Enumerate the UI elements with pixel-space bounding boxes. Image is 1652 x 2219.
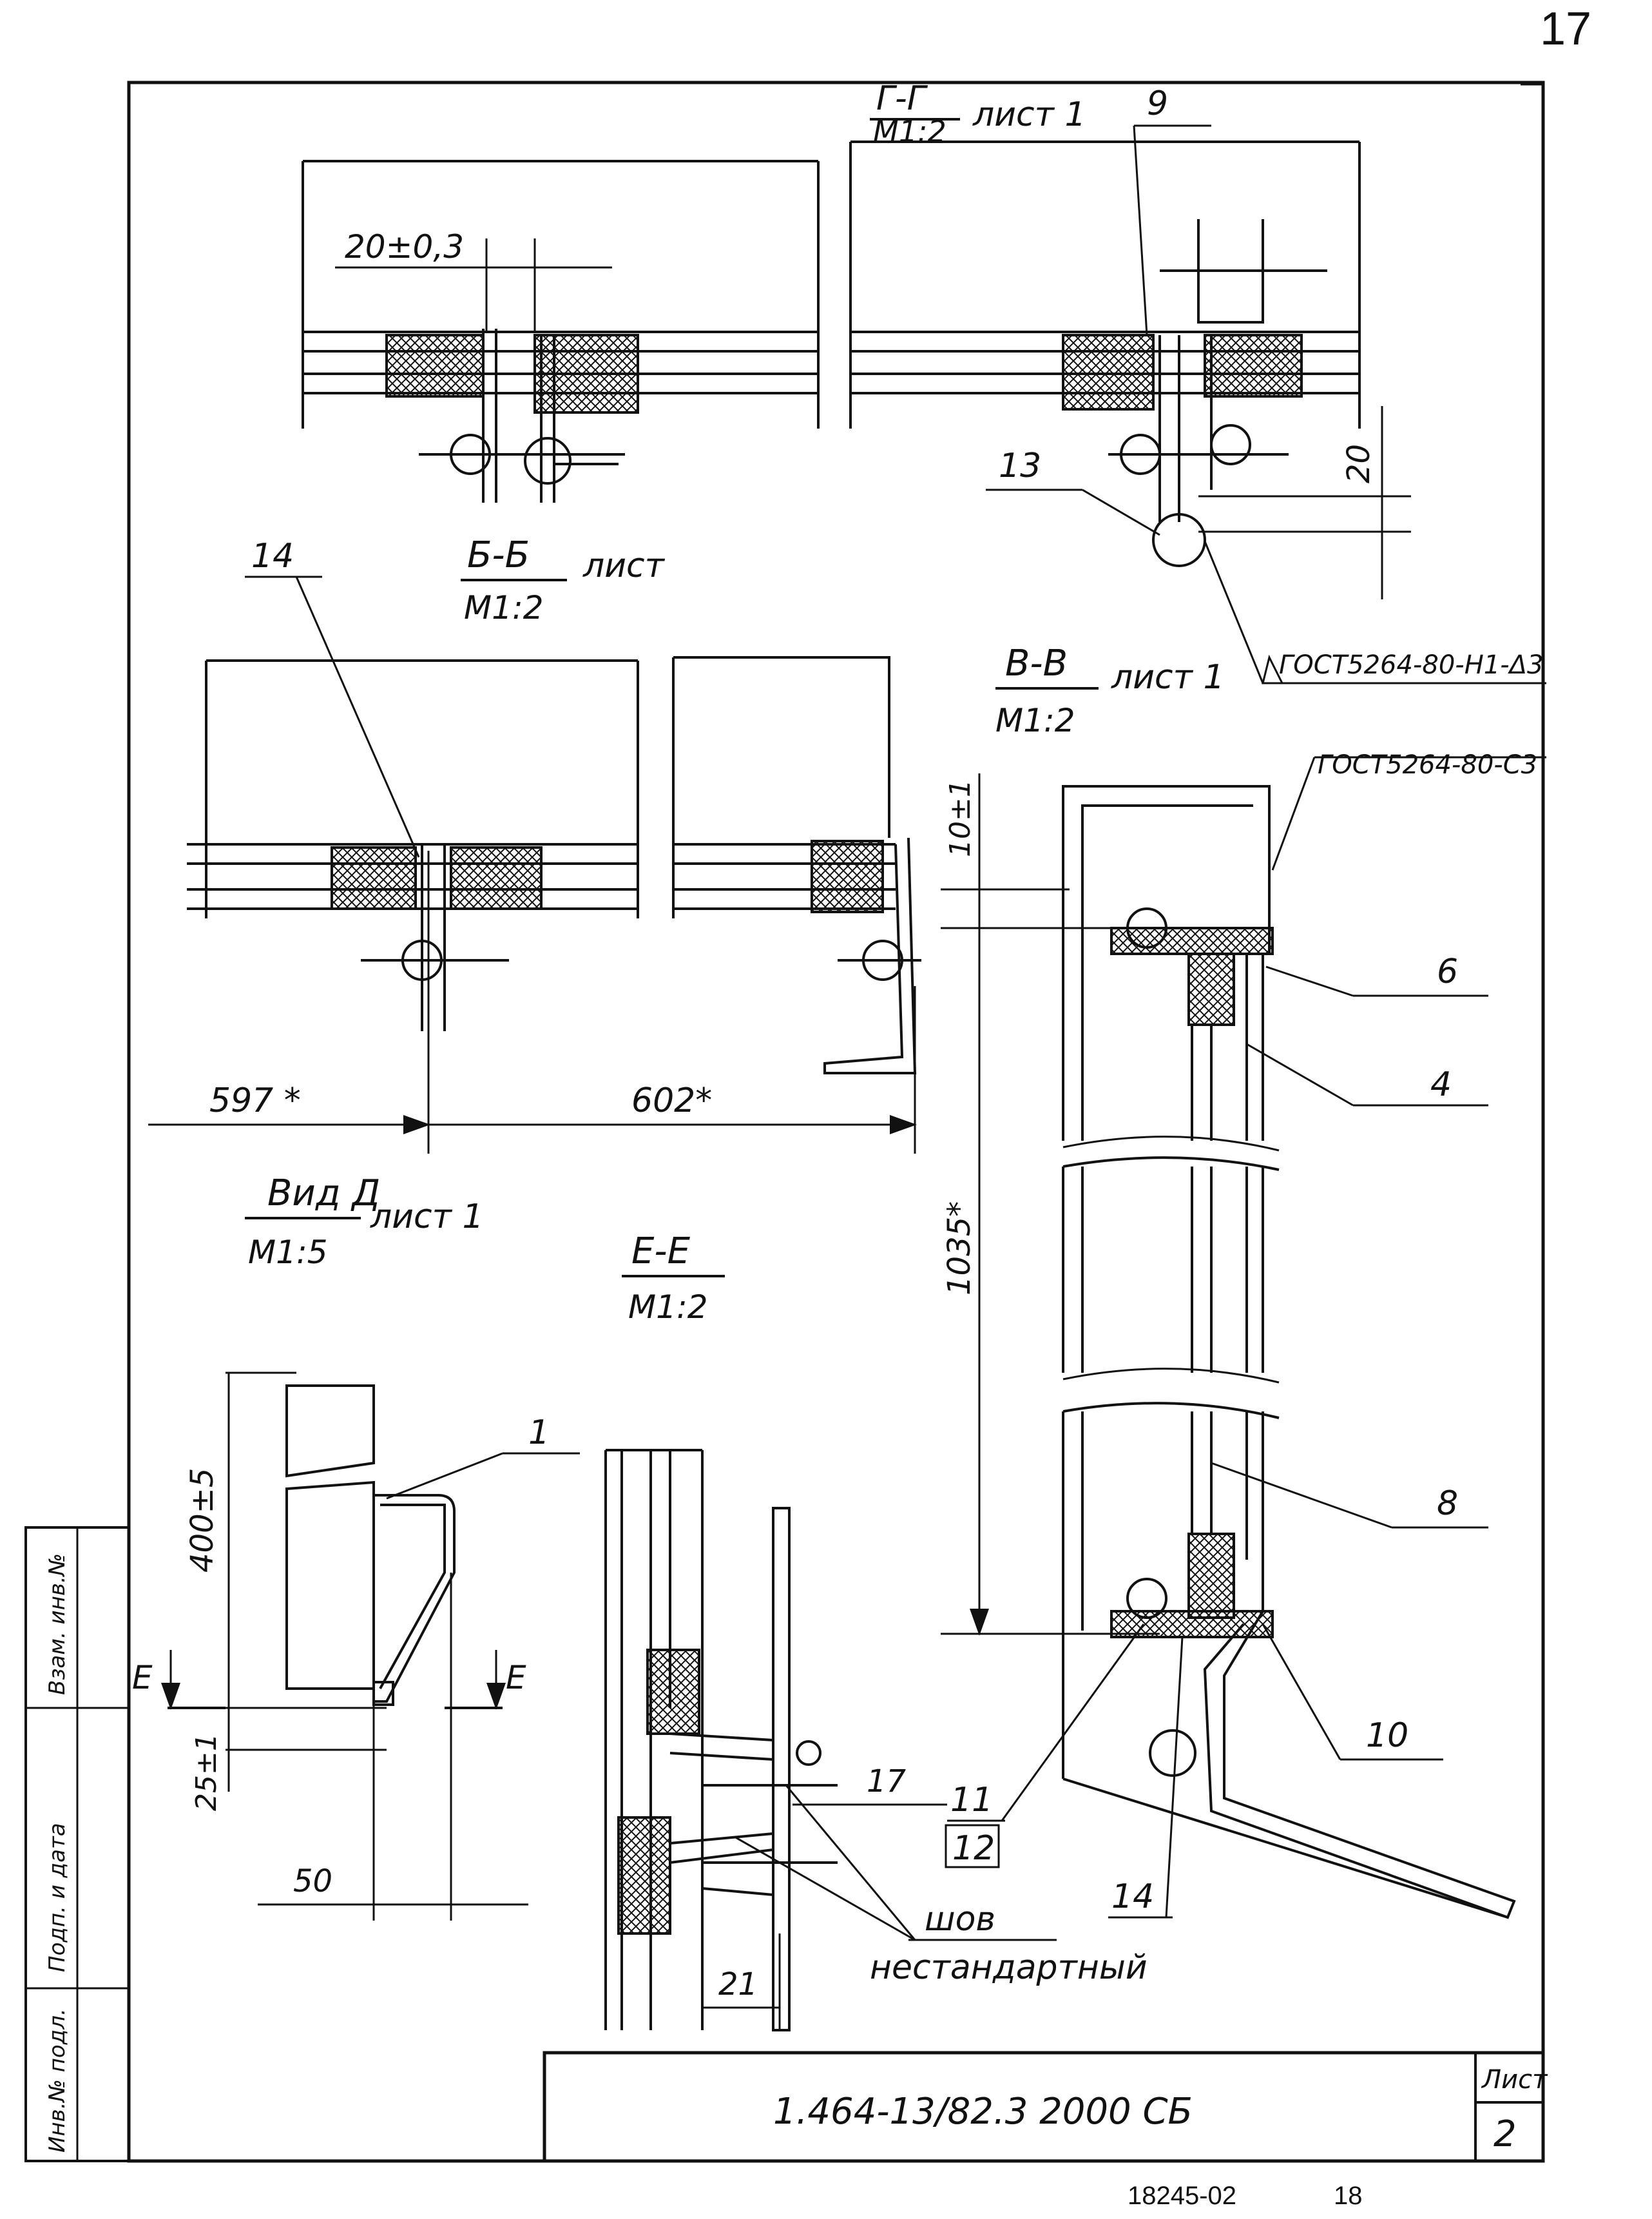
callout-12-label: 12: [952, 1829, 995, 1868]
section-v-sheet: лист 1: [1111, 658, 1225, 697]
section-v-name: В-В: [1005, 643, 1068, 684]
side-stamp-col1: Инв.№ подл.: [44, 2008, 70, 2153]
callout-10-label: 10: [1366, 1716, 1408, 1755]
section-d-drawing: [285, 1384, 456, 1706]
callout-14a-label: 14: [251, 537, 294, 576]
section-b-drawing: [302, 160, 820, 503]
section-v-drawing: [1062, 785, 1516, 1919]
middle-detail-drawing: [187, 656, 921, 1074]
callout-4: 4: [1246, 1043, 1488, 1107]
callout-9-label: 9: [1147, 84, 1168, 123]
dim-25-label: 25±1: [190, 1733, 223, 1811]
section-g-name: Г-Г: [876, 79, 928, 118]
section-b-scale: М1:2: [464, 589, 544, 626]
section-e-title: Е-Е М1:2: [622, 1230, 725, 1326]
title-block-code: 1.464-13/82.3 2000 СБ: [773, 2091, 1193, 2133]
footer-page: 18: [1334, 2182, 1363, 2210]
section-b-sheet: лист: [582, 547, 666, 585]
weld-seam-line1: шов: [925, 1900, 995, 1939]
weld-gost2-label: ГОСТ5264-80-С3: [1318, 750, 1537, 780]
weld-seam-note: шов нестандартный: [734, 1785, 1148, 1987]
weld-seam-line2: нестандартный: [870, 1948, 1148, 1987]
section-g-scale: М1:2: [873, 114, 946, 149]
callout-6: 6: [1265, 953, 1488, 997]
callout-13-label: 13: [999, 447, 1041, 485]
callout-14-lower: 14: [1108, 1636, 1184, 1919]
dim-602-label: 602*: [631, 1081, 712, 1120]
middle-detail-dims: 597 * 602*: [148, 851, 917, 1154]
weld-gost2: ГОСТ5264-80-С3: [1271, 750, 1546, 871]
side-stamp-col3: Взам. инв.№: [44, 1553, 70, 1695]
section-b-name: Б-Б: [467, 534, 530, 576]
section-g-dim-20: 20: [1198, 406, 1411, 599]
callout-11-label: 11: [950, 1781, 993, 1819]
callout-8-label: 8: [1437, 1484, 1458, 1523]
dim-1035-label: 1035*: [941, 1201, 977, 1295]
footer-code: 18245-02: [1128, 2182, 1237, 2210]
section-d-dims: 400±5 25±1 50: [184, 1371, 528, 1921]
dim-17-label: 17: [867, 1763, 907, 1799]
section-g-title: Г-Г М1:2 лист 1: [870, 79, 1086, 149]
title-block: 1.464-13/82.3 2000 СБ Лист 2: [543, 2051, 1548, 2163]
weld-gost1: ГОСТ5264-80-Н1-Δ3: [1204, 541, 1546, 684]
dim-597-label: 597 *: [209, 1081, 301, 1120]
callout-6-label: 6: [1437, 953, 1458, 991]
weld-gost1-label: ГОСТ5264-80-Н1-Δ3: [1279, 650, 1543, 680]
section-g-drawing: [849, 141, 1361, 567]
callout-10: 10: [1262, 1623, 1443, 1761]
section-b-title: Б-Б М1:2 лист: [461, 534, 666, 626]
side-stamp: Инв.№ подл. Подп. и дата Взам. инв.№: [24, 1526, 130, 2162]
callout-8: 8: [1211, 1462, 1488, 1529]
section-d-title: Вид Д М1:5 лист 1: [245, 1172, 484, 1271]
callout-13: 13: [986, 447, 1160, 536]
callout-1-label: 1: [528, 1413, 550, 1452]
section-e-name: Е-Е: [631, 1230, 691, 1272]
section-marker-e-left: Е: [132, 1659, 153, 1696]
section-d-sheet: лист 1: [370, 1197, 484, 1236]
dim-400-label: 400±5: [184, 1468, 220, 1573]
callout-4-label: 4: [1430, 1065, 1452, 1104]
section-v-dims: 10±1 1035*: [941, 773, 1160, 1636]
callout-1: 1: [386, 1413, 580, 1500]
page-number: 17: [1540, 3, 1592, 55]
dim-50-label: 50: [293, 1863, 332, 1899]
dim-10-label: 10±1: [944, 779, 977, 857]
section-v-title: В-В М1:2 лист 1: [995, 643, 1225, 739]
section-d-name: Вид Д: [267, 1172, 380, 1214]
title-block-sheet-number: 2: [1494, 2113, 1517, 2155]
section-d-scale: М1:5: [248, 1234, 328, 1271]
callout-14b-label: 14: [1111, 1877, 1154, 1916]
section-b-dim-20: 20±0,3: [335, 228, 612, 332]
title-block-sheet-label: Лист: [1481, 2065, 1548, 2095]
dim-21-label: 21: [718, 1966, 758, 2002]
dim-20v-label: 20: [1341, 444, 1377, 483]
side-stamp-col2: Подп. и дата: [44, 1823, 70, 1972]
section-marker-e: Е Е: [132, 1650, 526, 1710]
dim-20-label: 20±0,3: [345, 228, 464, 266]
section-marker-e-right: Е: [506, 1659, 526, 1696]
section-e-scale: М1:2: [628, 1288, 708, 1326]
section-e-dims: 17 21: [701, 1763, 947, 2030]
section-e-drawing: [604, 1449, 838, 2031]
callout-9: 9: [1133, 84, 1211, 336]
callout-11-12: 11 12: [945, 1623, 1145, 1868]
section-v-scale: М1:2: [995, 702, 1075, 739]
callout-14-upper: 14: [245, 537, 420, 858]
section-g-sheet: лист 1: [972, 95, 1086, 134]
